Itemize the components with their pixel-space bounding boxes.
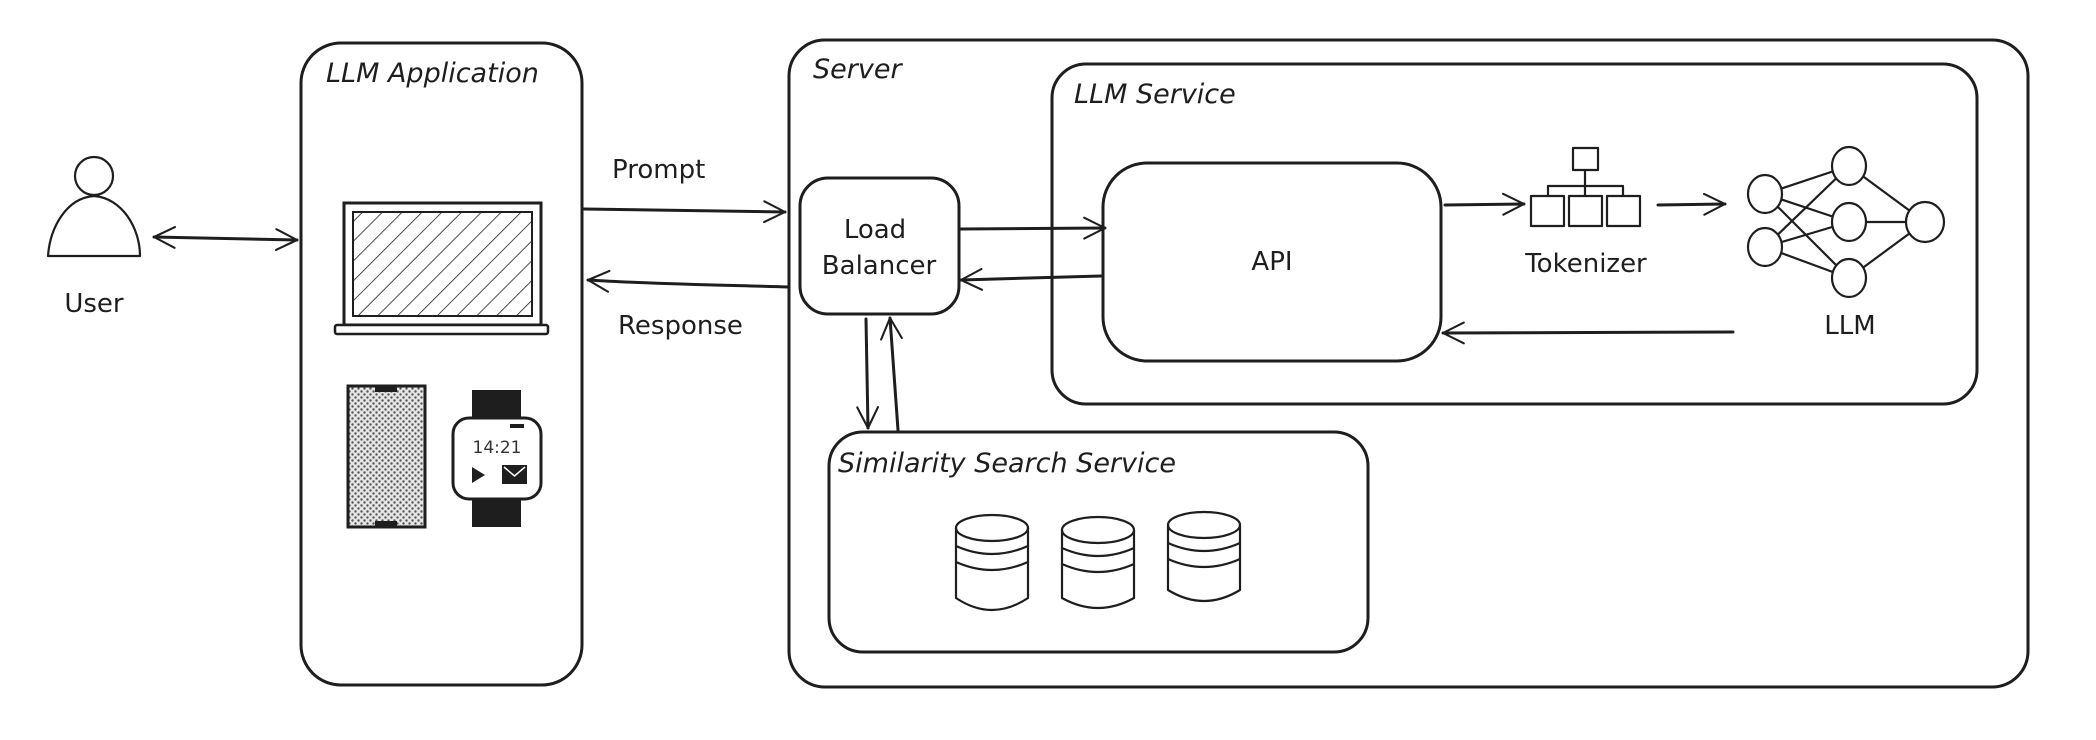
api-to-lb-arrow <box>959 267 1103 291</box>
database-icon <box>954 513 1030 612</box>
database-icon <box>1060 515 1136 609</box>
user-label: User <box>64 289 124 319</box>
llm-application-box: LLM Application 14:21 <box>299 41 584 687</box>
neural-network-icon <box>1746 145 1946 299</box>
laptop-icon <box>333 201 550 336</box>
database-icon <box>1166 510 1242 602</box>
llm-label: LLM <box>1824 311 1875 341</box>
lb-to-api-arrow <box>959 216 1107 240</box>
similarity-to-lb-arrow <box>880 316 903 432</box>
llm-service-box: LLM Service API Tokenizer LLM <box>1050 62 1979 406</box>
user-body-icon <box>46 194 142 258</box>
load-balancer-label-line1: Load <box>844 215 906 245</box>
tokenizer-icon <box>1529 146 1642 228</box>
user-app-bidirectional-arrow <box>152 225 299 252</box>
similarity-search-service-box: Similarity Search Service <box>827 430 1370 654</box>
user-actor: User <box>46 155 142 319</box>
tokenizer-to-llm-arrow <box>1656 192 1727 216</box>
play-icon <box>472 467 485 483</box>
prompt-arrow <box>582 200 787 224</box>
server-box: Server <box>787 38 2030 689</box>
load-balancer-label-line2: Balancer <box>822 251 937 281</box>
api-to-tokenizer-arrow <box>1443 192 1526 216</box>
lb-to-similarity-arrow <box>856 317 880 430</box>
load-balancer-box: Load Balancer <box>798 176 961 316</box>
llm-application-title: LLM Application <box>326 58 539 89</box>
response-label: Response <box>618 311 743 341</box>
similarity-search-title: Similarity Search Service <box>838 448 1176 479</box>
prompt-label: Prompt <box>612 155 705 185</box>
smartwatch-icon: 14:21 <box>451 390 543 527</box>
tokenizer-label: Tokenizer <box>1524 249 1647 279</box>
llm-to-api-arrow <box>1441 321 1735 345</box>
api-box <box>1101 161 1443 363</box>
server-title: Server <box>813 54 903 85</box>
response-arrow <box>586 269 791 293</box>
llm-service-title: LLM Service <box>1074 79 1236 110</box>
user-head-icon <box>73 155 115 197</box>
api-label: API <box>1251 247 1292 277</box>
watch-time: 14:21 <box>473 438 522 458</box>
phone-icon <box>346 384 427 529</box>
